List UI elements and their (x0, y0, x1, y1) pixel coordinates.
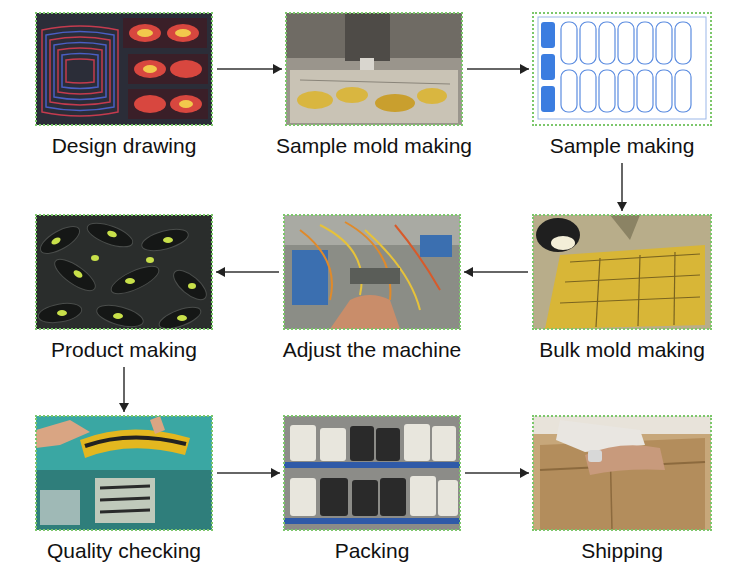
process-step: Bulk mold making (532, 214, 712, 364)
flow-arrow (465, 468, 529, 478)
sample-layout-photo (533, 13, 711, 125)
process-step: Product making (35, 214, 213, 364)
process-step: Shipping (532, 415, 712, 565)
flow-arrow (217, 64, 282, 74)
flow-arrow (119, 367, 129, 412)
product-pile-photo (36, 215, 212, 333)
photo-frame (532, 12, 712, 126)
step-caption: Bulk mold making (487, 338, 750, 362)
photo-frame (35, 415, 213, 531)
step-caption: Shipping (487, 539, 750, 563)
process-step: Sample making (532, 12, 712, 160)
photo-frame (35, 12, 213, 126)
flow-arrow (216, 267, 279, 277)
step-caption: Product making (0, 338, 258, 362)
flow-arrow (617, 163, 627, 211)
process-step: Quality checking (35, 415, 213, 565)
photo-frame (532, 214, 712, 330)
photo-frame (283, 415, 461, 531)
bulk-mold-photo (533, 215, 711, 329)
step-caption: Sample mold making (240, 134, 508, 158)
step-caption: Quality checking (0, 539, 258, 563)
photo-frame (532, 415, 712, 531)
process-step: Sample mold making (285, 12, 463, 160)
process-step: Packing (283, 415, 461, 565)
flow-arrow (464, 267, 528, 277)
step-caption: Adjust the machine (238, 338, 506, 362)
step-caption: Design drawing (0, 134, 258, 158)
quality-check-photo (36, 416, 212, 530)
photo-frame (35, 214, 213, 330)
photo-frame (283, 214, 461, 330)
photo-frame (285, 12, 463, 126)
machine-adjust-photo (284, 215, 460, 329)
step-caption: Sample making (487, 134, 750, 158)
flow-arrow (467, 64, 529, 74)
flow-arrow (217, 468, 280, 478)
cnc-machine-photo (286, 13, 462, 125)
process-step: Design drawing (35, 12, 213, 160)
design-drawing-photo (36, 13, 212, 125)
shipping-box-photo (533, 416, 711, 530)
packing-shelf-photo (284, 416, 460, 530)
step-caption: Packing (238, 539, 506, 563)
process-step: Adjust the machine (283, 214, 461, 364)
